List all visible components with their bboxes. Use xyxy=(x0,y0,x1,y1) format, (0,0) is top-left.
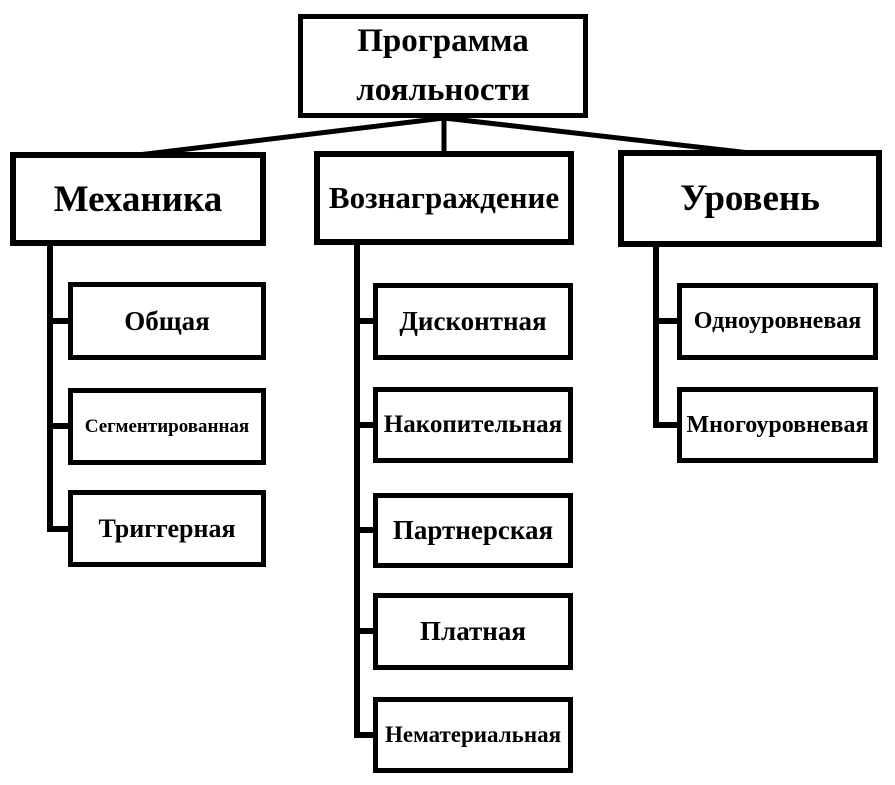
node-discount: Дисконтная xyxy=(373,283,573,360)
edge-root-mechanics xyxy=(137,115,445,158)
node-accumulative-label: Накопительная xyxy=(383,411,563,438)
node-partner: Партнерская xyxy=(373,493,573,568)
node-reward-label: Вознаграждение xyxy=(328,180,560,215)
node-level-label: Уровень xyxy=(680,178,820,219)
node-accumulative: Накопительная xyxy=(373,387,573,463)
node-trigger: Триггерная xyxy=(68,490,266,567)
node-reward: Вознаграждение xyxy=(314,151,574,245)
node-discount-label: Дисконтная xyxy=(399,306,547,336)
node-level: Уровень xyxy=(618,150,882,247)
node-general: Общая xyxy=(68,282,266,360)
node-multi-level: Многоуровневая xyxy=(677,387,878,463)
node-mechanics: Механика xyxy=(10,152,266,246)
node-non-material-label: Нематериальная xyxy=(384,722,562,747)
edge-root-level xyxy=(443,115,751,156)
node-segmented-label: Сегментированная xyxy=(84,415,250,437)
node-mechanics-label: Механика xyxy=(53,178,223,220)
node-segmented: Сегментированная xyxy=(68,388,266,465)
node-loyalty-program-label: Программа лояльности xyxy=(356,22,530,109)
node-multi-level-label: Многоуровневая xyxy=(686,411,869,438)
node-non-material: Нематериальная xyxy=(373,697,573,773)
node-single-level-label: Одноуровневая xyxy=(693,308,862,334)
node-general-label: Общая xyxy=(124,305,210,336)
node-loyalty-program: Программа лояльности xyxy=(298,14,588,118)
node-partner-label: Партнерская xyxy=(392,515,554,545)
node-paid-label: Платная xyxy=(420,616,526,646)
node-paid: Платная xyxy=(373,593,573,670)
node-single-level: Одноуровневая xyxy=(677,283,878,360)
node-trigger-label: Триггерная xyxy=(98,513,236,543)
